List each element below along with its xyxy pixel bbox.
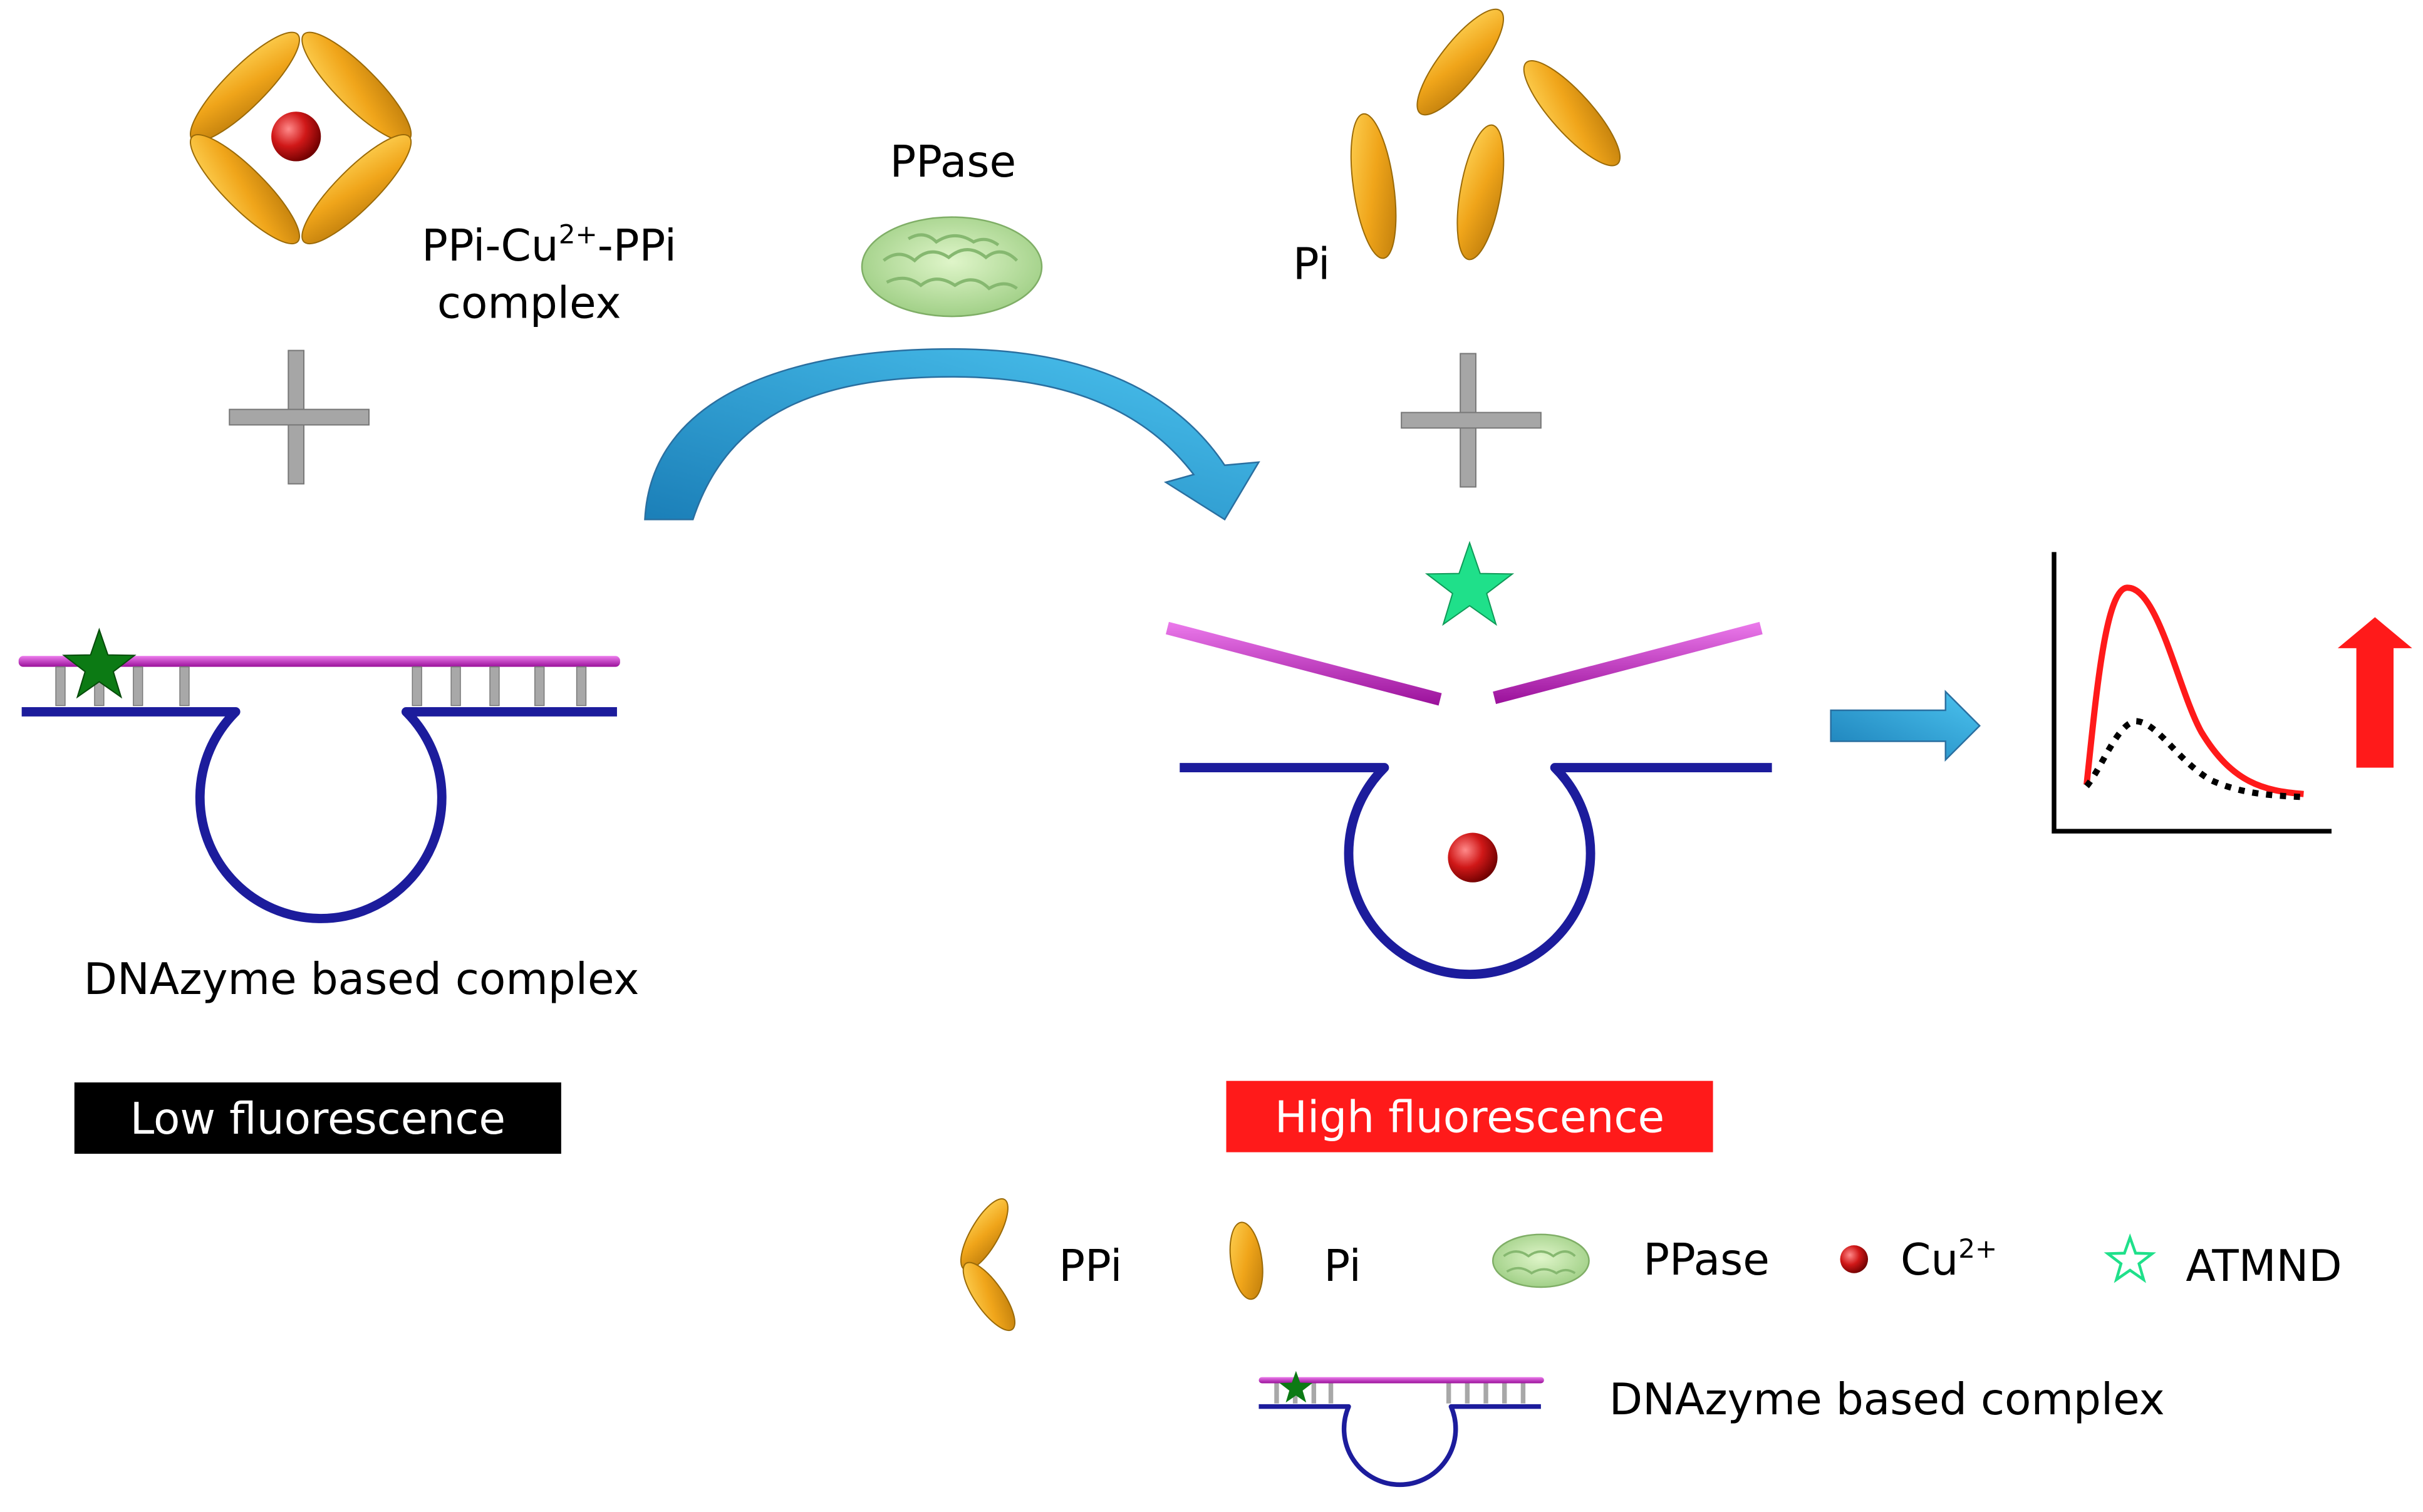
dnazyme-label: DNAzyme based complex <box>84 955 640 1005</box>
legend-ppi-icon <box>960 1198 1016 1332</box>
output-arrow <box>1830 690 1981 762</box>
complex-label-line2: complex <box>437 279 621 329</box>
legend-atmnd-label: ATMND <box>2186 1241 2342 1292</box>
ppi-cu-ppi-complex <box>189 31 412 245</box>
pi-label: Pi <box>1293 240 1331 290</box>
ppase-blob-icon <box>861 216 1043 318</box>
ppase-label: PPase <box>890 137 1016 187</box>
complex-label: PPi-Cu2+-PPi <box>422 219 677 271</box>
legend-dnazyme-icon <box>1258 1370 1544 1488</box>
legend-copper-icon <box>1840 1245 1869 1273</box>
fluorescence-spectrum-inset <box>2052 552 2332 834</box>
increase-arrow-icon <box>2337 617 2412 768</box>
dnazyme-complex-left <box>18 628 620 923</box>
high-fluorescence-label: High fluorescence <box>1275 1092 1664 1142</box>
legend-dnazyme-label: DNAzyme based complex <box>1609 1375 2165 1425</box>
pi-cluster <box>1350 8 1621 261</box>
atmnd-star-icon <box>62 628 137 699</box>
reaction-arrow <box>644 348 1260 521</box>
high-fluorescence-badge <box>1226 1080 1713 1152</box>
legend-ppase-icon <box>1492 1233 1590 1288</box>
cleaved-substrate <box>1165 621 1763 706</box>
legend: PPi Pi PPase Cu2+ ATMND <box>960 1198 2342 1488</box>
high-signal-curve <box>2083 584 2304 797</box>
low-signal-curve <box>2084 718 2304 800</box>
dnazyme-complex-right <box>1180 763 1772 979</box>
copper-ion-icon <box>1448 832 1498 883</box>
low-fluorescence-badge <box>74 1082 561 1154</box>
ppi-petal <box>189 134 301 245</box>
plus-icon <box>1401 353 1542 488</box>
low-fluorescence-label: Low fluorescence <box>130 1094 506 1144</box>
atmnd-star-icon <box>1424 541 1515 626</box>
legend-pi-label: Pi <box>1324 1241 1361 1292</box>
plus-icon <box>229 350 370 485</box>
pi-petal <box>1523 60 1621 167</box>
copper-ion-icon <box>271 111 321 162</box>
pi-petal <box>1456 124 1505 261</box>
legend-cu-label: Cu2+ <box>1901 1233 1997 1285</box>
ppi-petal <box>301 134 412 245</box>
pi-petal <box>1350 113 1397 259</box>
legend-ppi-label: PPi <box>1059 1241 1122 1292</box>
legend-atmnd-star-icon <box>2104 1233 2157 1283</box>
legend-ppase-label: PPase <box>1643 1235 1770 1285</box>
legend-pi-icon <box>1229 1221 1263 1300</box>
pi-petal <box>1416 8 1505 116</box>
